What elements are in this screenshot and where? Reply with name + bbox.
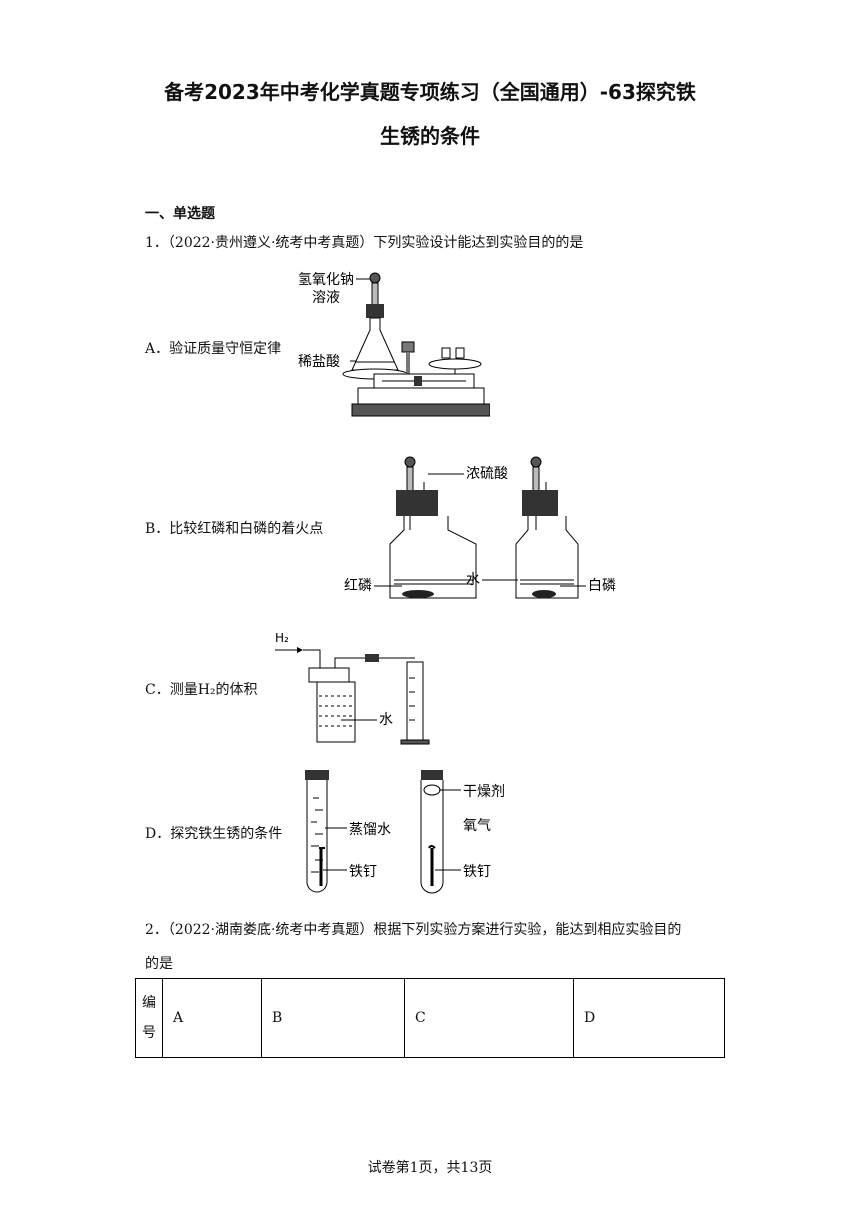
q2-stem-line1: 2．（2022·湖南娄底·统考中考真题）根据下列实验方案进行实验，能达到相应实验… xyxy=(145,922,682,938)
fig-d-label-desiccant: 干燥剂 xyxy=(463,784,505,800)
table-cell-c: C xyxy=(404,978,574,1058)
table-cell-b: B xyxy=(261,978,405,1058)
doc-title-line1: 备考2023年中考化学真题专项练习（全国通用）-63探究铁 xyxy=(164,80,696,104)
fig-a-label-solution: 溶液 xyxy=(312,290,340,306)
iron-rust-figure: 蒸馏水 铁钉 干燥剂 氧气 铁钉 xyxy=(305,770,505,894)
q2-stem-line2: 的是 xyxy=(145,956,173,972)
fig-d-label-water: 蒸馏水 xyxy=(349,822,391,838)
fig-b-label-h2so4: 浓硫酸 xyxy=(466,466,508,482)
gas-volume-figure: H₂ 水 xyxy=(275,631,430,745)
fig-a-label-hcl: 稀盐酸 xyxy=(298,354,340,370)
fig-c-label-water: 水 xyxy=(379,712,393,728)
fig-d-label-nail1: 铁钉 xyxy=(349,864,377,880)
doc-title-line2: 生锈的条件 xyxy=(380,124,480,148)
table-header-cell: 编号 xyxy=(135,978,163,1058)
q1-option-a: A．验证质量守恒定律 xyxy=(145,341,282,357)
fig-d-label-oxygen: 氧气 xyxy=(463,818,491,834)
fig-b-label-white-p: 白磷 xyxy=(588,578,616,594)
fig-c-label-gas: H₂ xyxy=(275,631,289,645)
page-footer: 试卷第1页，共13页 xyxy=(367,1160,493,1176)
table-cell-d: D xyxy=(573,978,725,1058)
table-row: 编号 A B C D xyxy=(135,978,725,1058)
section-heading: 一、单选题 xyxy=(145,206,215,222)
q2-options-table: 编号 A B C D xyxy=(135,978,725,1058)
table-cell-a: A xyxy=(162,978,262,1058)
phosphorus-figure: 浓硫酸 红磷 水 白磷 xyxy=(344,456,616,599)
balance-figure: 氢氧化钠 溶液 稀盐酸 xyxy=(298,272,490,417)
q1-option-b: B．比较红磷和白磷的着火点 xyxy=(145,521,324,537)
q1-option-c: C．测量H₂的体积 xyxy=(145,682,258,698)
fig-b-label-red-p: 红磷 xyxy=(344,578,372,594)
q1-option-d: D．探究铁生锈的条件 xyxy=(145,826,283,842)
fig-a-label-naoh: 氢氧化钠 xyxy=(298,272,354,288)
q1-stem: 1．（2022·贵州遵义·统考中考真题）下列实验设计能达到实验目的的是 xyxy=(145,235,584,251)
fig-d-label-nail2: 铁钉 xyxy=(463,864,491,880)
